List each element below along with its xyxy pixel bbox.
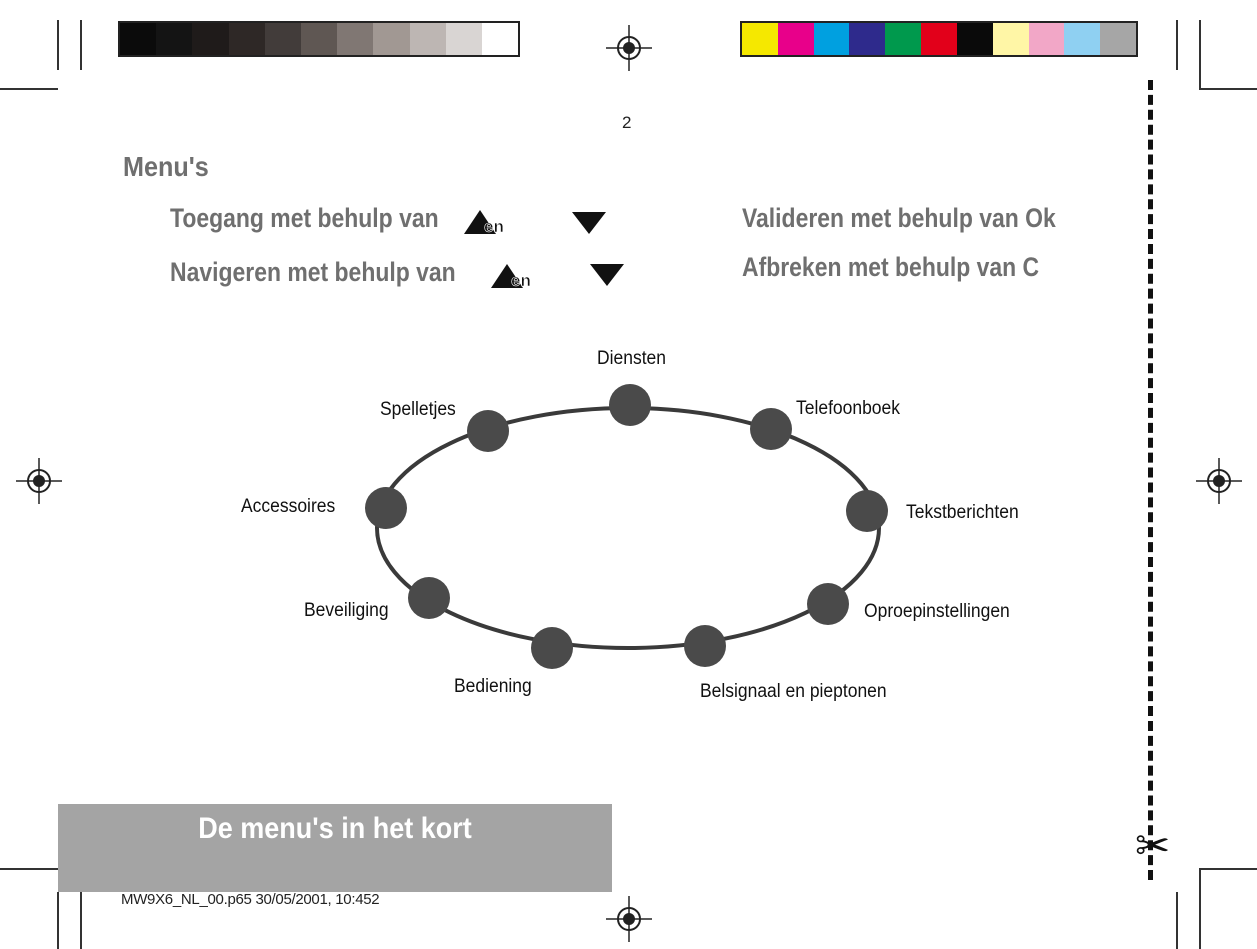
grayscale-strip <box>118 21 520 57</box>
menu-node-accessoires <box>365 487 407 529</box>
color-swatch <box>742 23 778 55</box>
crop-mark <box>80 20 82 70</box>
crop-mark <box>57 20 59 70</box>
crop-mark <box>1176 892 1178 949</box>
page-number: 2 <box>622 113 632 132</box>
color-swatch <box>992 23 1029 55</box>
menu-node-oproepinstellingen <box>807 583 849 625</box>
crop-mark <box>80 892 82 949</box>
down-triangle-icon <box>590 264 624 286</box>
gray-swatch <box>120 23 157 55</box>
crop-mark <box>0 868 58 870</box>
validate-instruction: Valideren met behulp van Ok <box>742 203 1056 233</box>
scissors-icon: ✂ <box>1135 822 1171 869</box>
menu-label-accessoires: Accessoires <box>241 496 336 517</box>
color-swatch <box>813 23 850 55</box>
gray-swatch <box>228 23 265 55</box>
crop-mark <box>57 892 59 949</box>
cancel-instruction: Afbreken met behulp van C <box>742 252 1040 282</box>
cut-line <box>1148 80 1153 880</box>
crop-mark <box>1199 868 1201 949</box>
menu-node-bediening <box>531 627 573 669</box>
page-title: Menu's <box>123 151 209 182</box>
section-banner: De menu's in het kort <box>58 804 612 892</box>
menu-label-bediening: Bediening <box>454 676 532 697</box>
menu-node-telefoonboek <box>750 408 792 450</box>
color-swatch <box>1064 23 1101 55</box>
crop-mark <box>1199 868 1257 870</box>
gray-swatch <box>156 23 193 55</box>
menu-node-belsignaal <box>684 625 726 667</box>
down-triangle-icon <box>572 212 606 234</box>
color-swatch <box>1028 23 1065 55</box>
menu-label-belsignaal: Belsignaal en pieptonen <box>700 681 887 702</box>
gray-swatch <box>337 23 374 55</box>
crop-mark <box>1199 88 1257 90</box>
color-swatch <box>1100 23 1136 55</box>
color-swatch <box>777 23 814 55</box>
navigate-instruction: Navigeren met behulp van <box>170 257 456 288</box>
color-swatch <box>849 23 886 55</box>
color-swatch <box>956 23 993 55</box>
color-swatch <box>921 23 957 55</box>
menu-label-beveiliging: Beveiliging <box>304 600 389 621</box>
menu-ring-path <box>375 406 881 650</box>
menu-label-oproepinstellingen: Oproepinstellingen <box>864 601 1010 622</box>
gray-swatch <box>481 23 519 55</box>
menu-label-tekstberichten: Tekstberichten <box>906 502 1019 523</box>
navigate-instruction-text: Navigeren met behulp van <box>170 257 456 287</box>
gray-swatch <box>409 23 446 55</box>
gray-swatch <box>300 23 338 55</box>
gray-swatch <box>192 23 229 55</box>
access-instruction-text: Toegang met behulp van <box>170 203 439 233</box>
menu-node-spelletjes <box>467 410 509 452</box>
registration-mark-icon <box>1196 458 1242 504</box>
menu-node-tekstberichten <box>846 490 888 532</box>
up-key-icon: en <box>464 210 504 236</box>
up-key-icon: en <box>491 264 531 290</box>
crop-mark <box>1199 20 1201 90</box>
registration-mark-icon <box>606 25 652 71</box>
gray-swatch <box>445 23 482 55</box>
crop-mark <box>0 88 58 90</box>
menu-label-spelletjes: Spelletjes <box>380 399 456 420</box>
gray-swatch <box>264 23 301 55</box>
access-instruction: Toegang met behulp van <box>170 203 439 234</box>
crop-mark <box>1176 20 1178 70</box>
gray-swatch <box>373 23 410 55</box>
menu-label-telefoonboek: Telefoonboek <box>796 398 901 419</box>
color-swatch <box>885 23 922 55</box>
menu-label-diensten: Diensten <box>597 348 666 369</box>
menu-node-beveiliging <box>408 577 450 619</box>
color-strip <box>740 21 1138 57</box>
section-banner-title: De menu's in het kort <box>198 812 472 845</box>
menu-node-diensten <box>609 384 651 426</box>
file-info: MW9X6_NL_00.p65 30/05/2001, 10:452 <box>121 891 380 908</box>
up-key-label: en <box>511 271 531 290</box>
registration-mark-icon <box>16 458 62 504</box>
up-key-label: en <box>484 217 504 236</box>
registration-mark-icon <box>606 896 652 942</box>
